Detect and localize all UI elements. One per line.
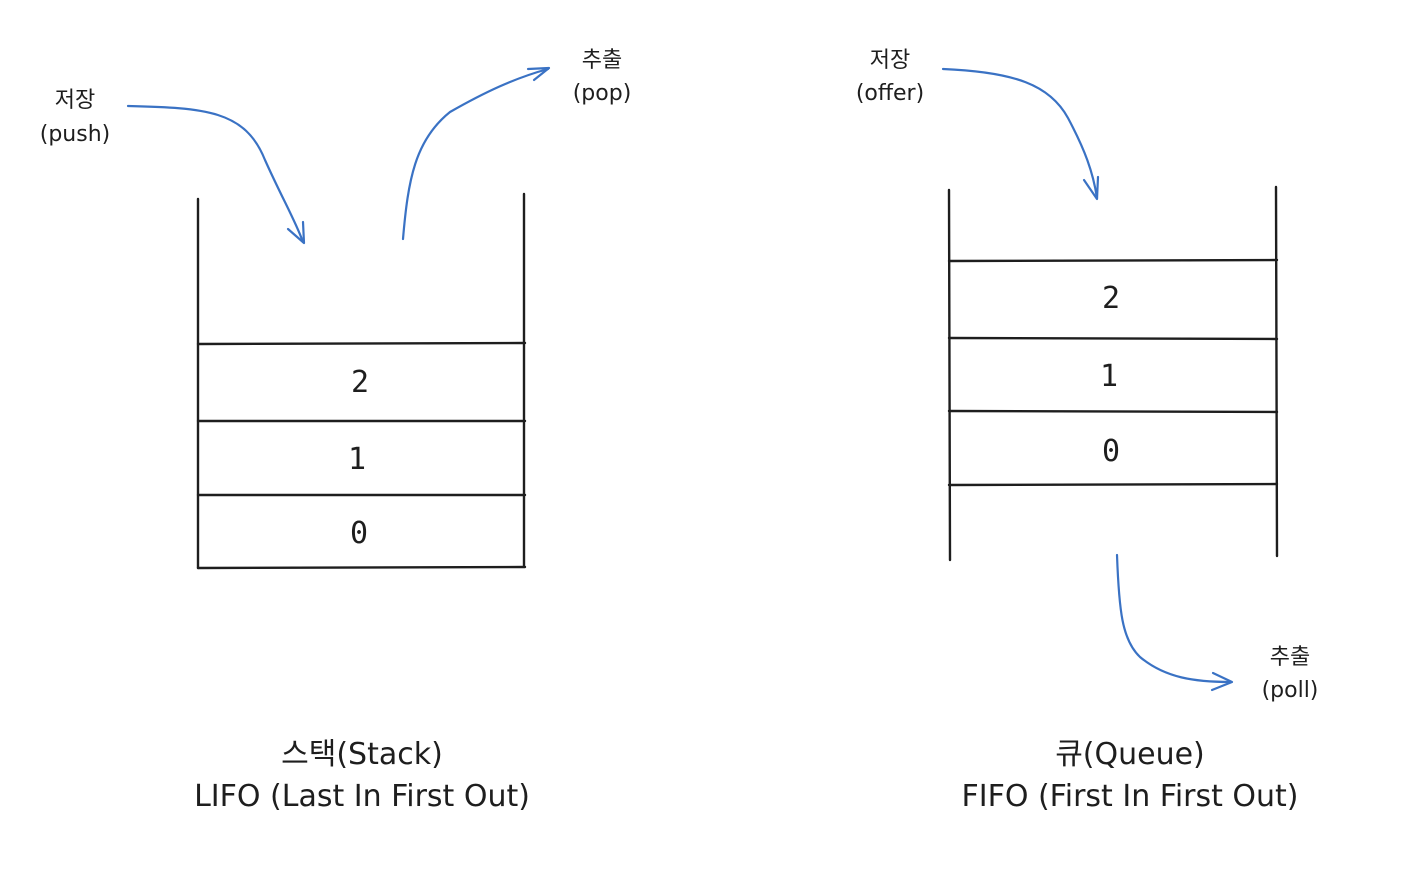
queue-container	[947, 185, 1279, 562]
queue-divider-3	[947, 409, 1279, 414]
queue-left-wall	[947, 188, 952, 562]
stack-diagram: 2 1 0 저장 (push) 추출 (pop) 스택(Stack) LIFO …	[40, 48, 632, 814]
stack-caption-subtitle: LIFO (Last In First Out)	[194, 779, 530, 814]
stack-caption-title: 스택(Stack)	[281, 737, 443, 772]
stack-pop-label-en: (pop)	[573, 81, 632, 106]
queue-caption-subtitle: FIFO (First In First Out)	[961, 779, 1298, 814]
arrowhead	[286, 220, 306, 245]
arrowhead	[1082, 175, 1100, 201]
queue-cell-2: 2	[1102, 281, 1120, 316]
queue-poll-label-ko: 추출	[1270, 645, 1310, 670]
queue-divider-4	[947, 482, 1279, 487]
stack-cell-1: 1	[348, 442, 366, 477]
arrowhead	[526, 66, 551, 82]
queue-offer-arrow	[941, 67, 1100, 201]
queue-caption-title: 큐(Queue)	[1055, 737, 1205, 772]
stack-bottom-line	[196, 565, 527, 570]
stack-push-arrow	[126, 104, 306, 245]
queue-offer-label-en: (offer)	[856, 81, 924, 106]
stack-divider-top	[196, 341, 527, 346]
queue-poll-label-en: (poll)	[1262, 678, 1319, 703]
stack-pop-arrow	[401, 66, 551, 241]
queue-cell-1: 1	[1100, 359, 1118, 394]
queue-poll-arrow	[1115, 553, 1234, 692]
stack-cell-0: 0	[350, 516, 368, 551]
queue-right-wall	[1274, 185, 1279, 558]
stack-container	[196, 192, 527, 570]
queue-cell-0: 0	[1102, 434, 1120, 469]
queue-divider-1	[947, 258, 1279, 263]
queue-offer-label-ko: 저장	[870, 48, 910, 73]
arrowhead	[1210, 671, 1234, 692]
stack-push-label-en: (push)	[40, 122, 110, 147]
stack-cell-2: 2	[351, 365, 369, 400]
stack-push-label-ko: 저장	[55, 88, 95, 113]
queue-divider-2	[947, 336, 1279, 341]
stack-pop-label-ko: 추출	[582, 48, 622, 73]
queue-diagram: 2 1 0 저장 (offer) 추출 (poll) 큐(Queue) FIFO…	[856, 48, 1319, 814]
